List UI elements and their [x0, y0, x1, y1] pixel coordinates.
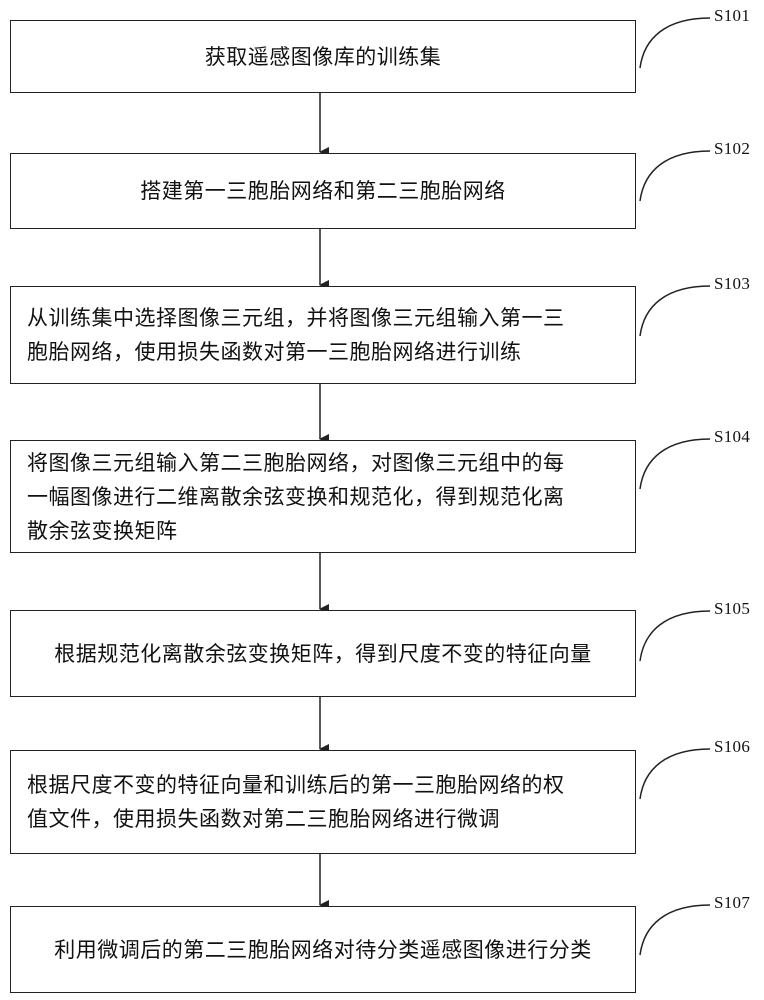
step-text: 获取遥感图像库的训练集: [11, 40, 635, 74]
label-leader-s104: [639, 438, 711, 490]
step-text-line: 从训练集中选择图像三元组，并将图像三元组输入第一三: [27, 306, 565, 330]
step-label-s104: S104: [714, 427, 751, 446]
step-text-line: 散余弦变换矩阵: [27, 518, 178, 543]
step-text: 将图像三元组输入第二三胞胎网络，对图像三元组中的每一幅图像进行二维离散余弦变换和…: [27, 446, 627, 548]
step-label-s107: S107: [714, 893, 751, 912]
step-label-s102: S102: [714, 139, 751, 158]
step-label-s103: S103: [714, 274, 751, 293]
step-label-s106: S106: [714, 737, 751, 756]
step-text-line: 获取遥感图像库的训练集: [204, 44, 442, 69]
label-leader-s101: [639, 17, 711, 69]
step-text-line: 胞胎网络，使用损失函数对第一三胞胎网络进行训练: [27, 340, 522, 364]
step-box-s104: 将图像三元组输入第二三胞胎网络，对图像三元组中的每一幅图像进行二维离散余弦变换和…: [10, 440, 636, 553]
label-leader-s107: [639, 904, 711, 956]
step-text-line: 将图像三元组输入第二三胞胎网络，对图像三元组中的每: [27, 450, 565, 475]
step-text: 利用微调后的第二三胞胎网络对待分类遥感图像进行分类: [11, 933, 635, 967]
step-label-s105: S105: [714, 599, 751, 618]
step-text: 从训练集中选择图像三元组，并将图像三元组输入第一三胞胎网络，使用损失函数对第一三…: [27, 301, 627, 369]
label-leader-s106: [639, 748, 711, 800]
label-leader-s102: [639, 150, 711, 202]
step-text-line: 利用微调后的第二三胞胎网络对待分类遥感图像进行分类: [54, 937, 592, 962]
label-leader-s105: [639, 610, 711, 662]
step-box-s106: 根据尺度不变的特征向量和训练后的第一三胞胎网络的权值文件，使用损失函数对第二三胞…: [10, 750, 636, 854]
step-text-line: 一幅图像进行二维离散余弦变换和规范化，得到规范化离: [27, 484, 565, 509]
step-text: 根据规范化离散余弦变换矩阵，得到尺度不变的特征向量: [11, 637, 635, 671]
step-text-line: 搭建第一三胞胎网络和第二三胞胎网络: [140, 179, 506, 203]
step-label-s101: S101: [714, 6, 751, 25]
step-box-s102: 搭建第一三胞胎网络和第二三胞胎网络: [10, 153, 636, 229]
step-text-line: 根据规范化离散余弦变换矩阵，得到尺度不变的特征向量: [54, 641, 592, 666]
step-box-s107: 利用微调后的第二三胞胎网络对待分类遥感图像进行分类: [10, 906, 636, 993]
step-box-s101: 获取遥感图像库的训练集: [10, 20, 636, 93]
step-text-line: 值文件，使用损失函数对第二三胞胎网络进行微调: [27, 807, 500, 831]
label-leader-s103: [639, 285, 711, 337]
step-text: 根据尺度不变的特征向量和训练后的第一三胞胎网络的权值文件，使用损失函数对第二三胞…: [27, 768, 627, 836]
step-box-s105: 根据规范化离散余弦变换矩阵，得到尺度不变的特征向量: [10, 610, 636, 697]
step-text: 搭建第一三胞胎网络和第二三胞胎网络: [11, 174, 635, 208]
step-text-line: 根据尺度不变的特征向量和训练后的第一三胞胎网络的权: [27, 773, 565, 797]
step-box-s103: 从训练集中选择图像三元组，并将图像三元组输入第一三胞胎网络，使用损失函数对第一三…: [10, 286, 636, 384]
